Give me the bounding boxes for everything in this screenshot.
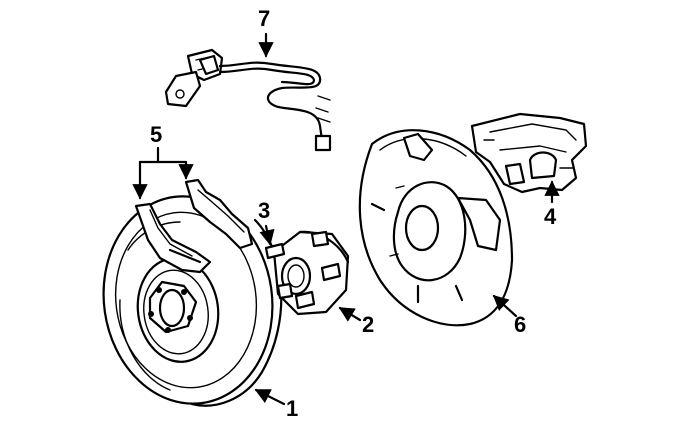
- callout-4: 4: [544, 204, 557, 229]
- callout-6: 6: [514, 312, 527, 337]
- callout-leaders: [132, 32, 560, 406]
- brake-caliper: [470, 112, 588, 194]
- callout-2: 2: [362, 312, 375, 337]
- wheel-speed-sensor: [164, 48, 332, 152]
- callout-3: 3: [258, 198, 271, 223]
- splash-shield: [358, 129, 514, 327]
- callout-7: 7: [258, 6, 271, 31]
- callout-1: 1: [286, 396, 299, 421]
- brake-rotor: [102, 195, 283, 407]
- callout-5: 5: [150, 122, 163, 147]
- wheel-studs: [264, 230, 342, 310]
- brake-pads: [134, 178, 254, 274]
